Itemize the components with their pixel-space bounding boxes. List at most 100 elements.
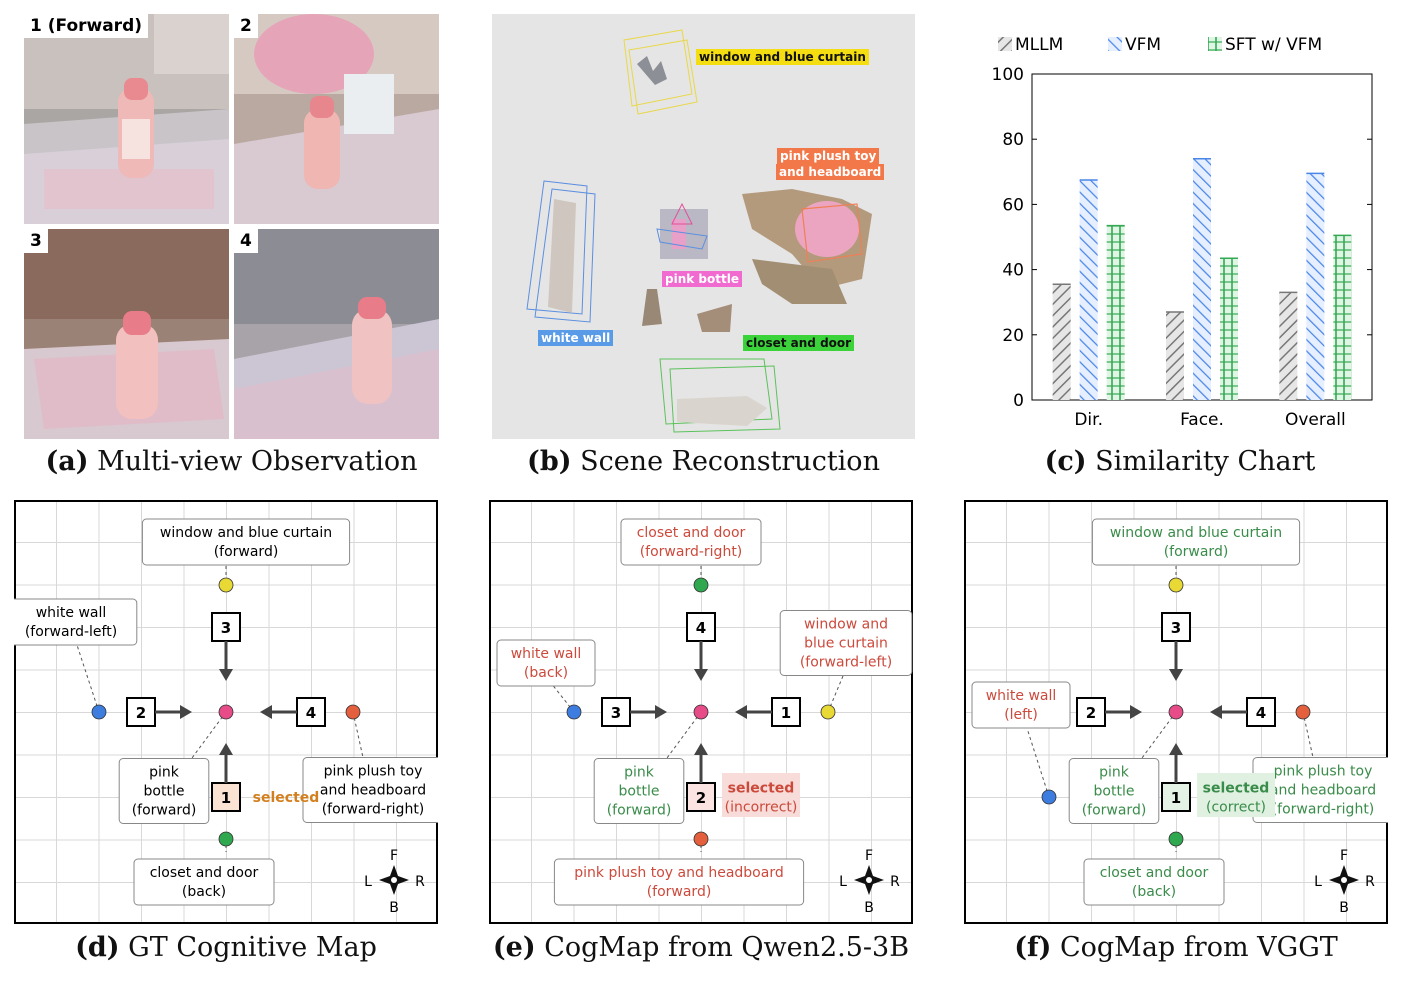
x-tick-label: Overall: [1285, 410, 1346, 430]
object-dot-closet: [218, 831, 234, 847]
caption-a-tag: (a): [45, 446, 89, 477]
view-box-bottom: 1: [1161, 782, 1191, 812]
label-white-wall-text: white wall: [986, 688, 1057, 704]
label-toy-box: [302, 757, 438, 823]
view-box-left: 2: [1076, 697, 1106, 727]
label-toy: pink plush toy and headboard(forward): [553, 858, 805, 906]
view-box-top-label: 3: [1171, 619, 1181, 637]
view-box-bottom-label: 2: [696, 789, 706, 807]
compass-label: L: [839, 874, 847, 890]
selected-tag-text: (correct): [1206, 800, 1266, 816]
compass-center: [391, 877, 397, 883]
label-window-text: (forward): [214, 544, 279, 560]
view-photo-2: 2: [234, 14, 439, 224]
label-bottle-text: bottle: [1094, 784, 1135, 800]
view-arrow-left-head: [655, 705, 667, 719]
view-arrow-bottom-head: [694, 743, 708, 755]
compass-label: B: [1339, 900, 1349, 916]
object-dot-closet: [1168, 831, 1184, 847]
label-window-box: [779, 610, 913, 676]
selected-tag-text: selected: [728, 781, 795, 797]
leader-line: [1025, 724, 1050, 798]
caption-c-text: Similarity Chart: [1095, 446, 1316, 477]
label-white-wall-text: (left): [1004, 707, 1038, 723]
bar: [1166, 311, 1184, 400]
label-white-wall: white wall(back): [496, 639, 596, 687]
view-photo-2-image: [234, 14, 439, 224]
caption-d-text: GT Cognitive Map: [128, 932, 377, 963]
bar: [1306, 173, 1325, 400]
compass-label: B: [389, 900, 399, 916]
bar: [1193, 158, 1211, 400]
compass-label: F: [1340, 848, 1348, 864]
object-dot-bottle: [693, 704, 709, 720]
bbox-white-wall: [526, 180, 596, 323]
compass-label: L: [364, 874, 372, 890]
label-toy-text: pink plush toy: [1274, 764, 1373, 780]
bar: [1106, 225, 1125, 400]
wall-points: [548, 199, 576, 313]
label-window: window and blue curtain: [696, 49, 869, 65]
view-box-left-box: [1076, 697, 1106, 727]
view-box-top-box: [211, 612, 241, 642]
view-box-bottom-label: 1: [221, 789, 231, 807]
caption-e-tag: (e): [492, 932, 536, 963]
compass-label: F: [390, 848, 398, 864]
label-bottle: pink bottle: [662, 271, 742, 287]
leader-line: [1302, 711, 1315, 763]
selected-tag-text: (incorrect): [725, 800, 798, 816]
label-closet-text: closet and door: [1100, 865, 1209, 881]
label-closet-text: closet and door: [637, 525, 746, 541]
legend-swatch: [1108, 37, 1122, 51]
label-closet-box: [620, 518, 762, 566]
label-bottle-text: pink: [149, 765, 180, 781]
view-arrow-left-head: [1130, 705, 1142, 719]
toy-points: [742, 189, 872, 304]
view-arrow-left-head: [180, 705, 192, 719]
view-photo-1-image: [24, 14, 229, 224]
y-tick-label: 40: [1002, 261, 1024, 281]
label-window-text: (forward): [1164, 544, 1229, 560]
view-box-bottom-label: 1: [1171, 789, 1181, 807]
y-tick-label: 0: [1013, 391, 1024, 411]
object-dot-bottle: [218, 704, 234, 720]
view-arrow-right-head: [1210, 705, 1222, 719]
caption-f-tag: (f): [1014, 932, 1052, 963]
compass-label: L: [1314, 874, 1322, 890]
label-window: window and blue curtain(forward): [1091, 518, 1301, 566]
view-box-bottom-box: [686, 782, 716, 812]
caption-a-text: Multi-view Observation: [97, 446, 418, 477]
view-arrow-bottom-head: [1169, 743, 1183, 755]
compass-center: [1341, 877, 1347, 883]
object-dot-toy: [345, 704, 361, 720]
caption-d-tag: (d): [75, 932, 120, 963]
x-tick-label: Dir.: [1074, 410, 1103, 430]
label-closet-text: closet and door: [150, 865, 259, 881]
label-white-wall: white wall (left): [971, 681, 1071, 729]
label-window-text: (forward-left): [800, 655, 892, 671]
view-box-top: 3: [211, 612, 241, 642]
view-box-left-label: 2: [136, 704, 146, 722]
label-closet-text: (forward-right): [640, 544, 743, 560]
window-points: [637, 56, 667, 85]
bottle-points: [656, 202, 708, 259]
label-bottle-box: [118, 758, 210, 824]
label-bottle-box: [593, 758, 685, 824]
view-box-top: 4: [686, 612, 716, 642]
view-box-bottom-box: [1161, 782, 1191, 812]
label-closet: closet and door(back): [133, 858, 275, 906]
compass-label: R: [1365, 874, 1375, 890]
view-box-top-box: [1161, 612, 1191, 642]
label-window: window and blue curtain(forward): [141, 518, 351, 566]
caption-a: (a) Multi-view Observation: [24, 446, 439, 477]
label-window-text: blue curtain: [804, 636, 888, 652]
y-tick-label: 20: [1002, 326, 1024, 346]
label-white-wall-text: (back): [524, 665, 568, 681]
legend-swatch: [998, 37, 1012, 51]
